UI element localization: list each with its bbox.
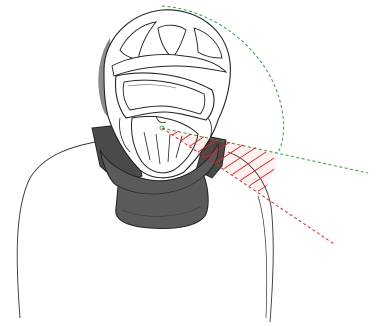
right-shoulder-inner-outline: [258, 196, 267, 318]
left-shoulder-outline: [17, 140, 108, 318]
